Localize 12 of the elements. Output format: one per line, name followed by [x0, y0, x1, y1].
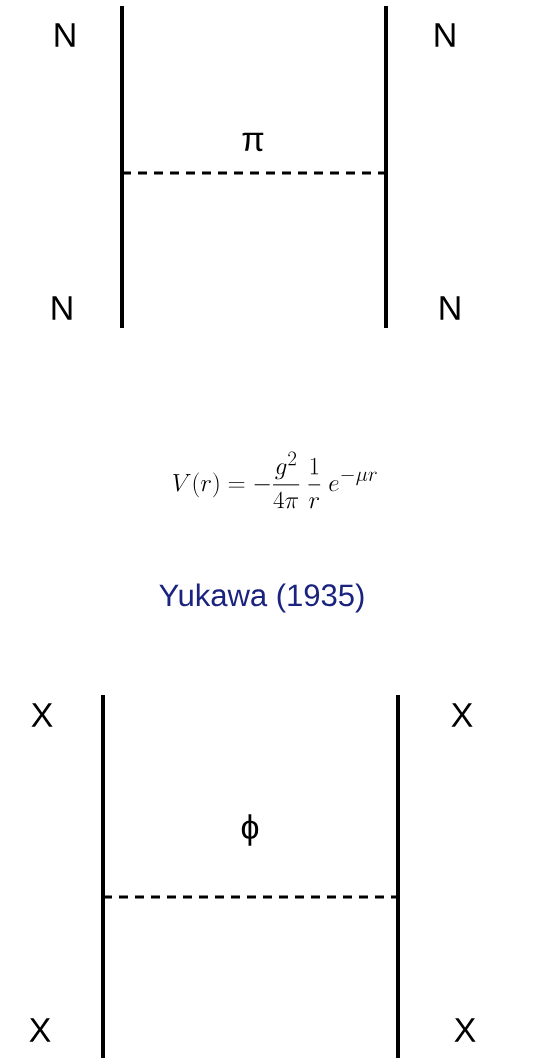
particle-label: X [29, 1018, 51, 1042]
particle-label: N [55, 23, 75, 47]
particle-label: X [454, 1018, 476, 1042]
formula: $V(r) = -\frac{g^2}{4\pi}\;\frac{1}{r}\;e^{-\mu r}$ [173, 451, 377, 509]
particle-label: π [242, 132, 264, 152]
particle-label: X [451, 703, 473, 727]
citation-text: Yukawa (1935) [159, 583, 364, 613]
particle-label: N [440, 296, 460, 320]
particle-label: X [31, 703, 53, 727]
particle-label: N [435, 23, 455, 47]
particle-label: ϕ [241, 814, 259, 846]
particle-label: N [52, 296, 72, 320]
